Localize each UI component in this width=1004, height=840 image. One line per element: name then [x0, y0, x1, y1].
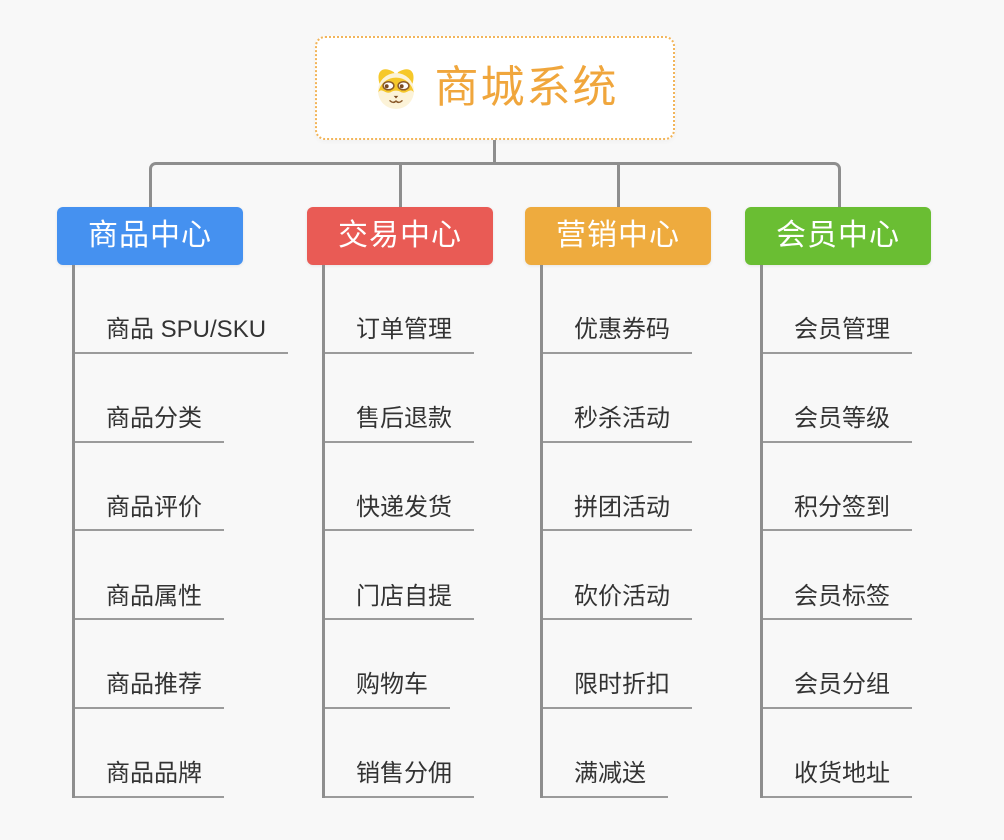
- leaf-label: 商品属性: [75, 583, 224, 621]
- branch-node-label: 商品中心: [88, 219, 212, 252]
- leaf-label: 快递发货: [325, 494, 474, 532]
- connector-drop-4: [838, 174, 841, 207]
- leaf-label: 限时折扣: [543, 671, 692, 709]
- branch-column: 营销中心 优惠券码秒杀活动拼团活动砍价活动限时折扣满减送: [525, 207, 711, 798]
- leaf-item[interactable]: 限时折扣: [543, 620, 692, 709]
- leaf-item[interactable]: 商品推荐: [75, 620, 288, 709]
- leaf-item[interactable]: 商品评价: [75, 443, 288, 532]
- leaf-label: 会员标签: [763, 583, 912, 621]
- branch-node-2[interactable]: 交易中心: [307, 207, 493, 265]
- root-node[interactable]: 商城系统: [315, 36, 675, 140]
- branch-leaves: 会员管理会员等级积分签到会员标签会员分组收货地址: [760, 265, 912, 798]
- leaf-item[interactable]: 会员分组: [763, 620, 912, 709]
- branch-leaves: 订单管理售后退款快递发货门店自提购物车销售分佣: [322, 265, 474, 798]
- leaf-item[interactable]: 秒杀活动: [543, 354, 692, 443]
- branch-node-label: 营销中心: [556, 219, 680, 252]
- leaf-item[interactable]: 积分签到: [763, 443, 912, 532]
- leaf-label: 商品 SPU/SKU: [75, 316, 289, 354]
- leaf-label: 会员分组: [763, 671, 912, 709]
- leaf-item[interactable]: 商品属性: [75, 531, 288, 621]
- leaf-label: 商品推荐: [75, 671, 224, 709]
- branch-leaves: 优惠券码秒杀活动拼团活动砍价活动限时折扣满减送: [540, 265, 692, 798]
- leaf-label: 购物车: [325, 671, 450, 709]
- leaf-item[interactable]: 满减送: [543, 709, 692, 798]
- branch-column: 交易中心 订单管理售后退款快递发货门店自提购物车销售分佣: [307, 207, 493, 798]
- connector-drop-1: [149, 174, 152, 207]
- leaf-item[interactable]: 拼团活动: [543, 443, 692, 532]
- branch-column: 会员中心 会员管理会员等级积分签到会员标签会员分组收货地址: [745, 207, 931, 798]
- leaf-label: 优惠券码: [543, 316, 692, 354]
- leaf-label: 商品品牌: [75, 760, 224, 798]
- connector-corner-left: [149, 162, 161, 176]
- leaf-item[interactable]: 门店自提: [325, 531, 474, 621]
- connector-horizontal-bar: [158, 162, 830, 165]
- leaf-label: 售后退款: [325, 405, 474, 443]
- leaf-item[interactable]: 售后退款: [325, 354, 474, 443]
- shiba-dog-icon: [372, 65, 420, 111]
- connector-root-stem: [493, 140, 496, 165]
- leaf-item[interactable]: 商品品牌: [75, 709, 288, 798]
- leaf-label: 商品评价: [75, 494, 224, 532]
- leaf-item[interactable]: 砍价活动: [543, 531, 692, 621]
- leaf-item[interactable]: 收货地址: [763, 709, 912, 798]
- leaf-item[interactable]: 会员等级: [763, 354, 912, 443]
- leaf-item[interactable]: 会员标签: [763, 531, 912, 621]
- leaf-label: 销售分佣: [325, 760, 474, 798]
- leaf-label: 砍价活动: [543, 583, 692, 621]
- leaf-item[interactable]: 销售分佣: [325, 709, 474, 798]
- leaf-label: 订单管理: [325, 316, 474, 354]
- connector-drop-3: [617, 163, 620, 207]
- leaf-label: 门店自提: [325, 583, 474, 621]
- leaf-label: 收货地址: [763, 760, 912, 798]
- leaf-item[interactable]: 优惠券码: [543, 265, 692, 354]
- leaf-label: 会员等级: [763, 405, 912, 443]
- branch-column: 商品中心 商品 SPU/SKU 商品分类商品评价商品属性商品推荐商品品牌: [57, 207, 289, 798]
- connector-drop-2: [399, 163, 402, 207]
- leaf-item[interactable]: 商品 SPU/SKU: [75, 265, 289, 354]
- root-title: 商城系统: [434, 63, 619, 112]
- branch-node-label: 交易中心: [338, 219, 462, 252]
- leaf-item[interactable]: 购物车: [325, 620, 474, 709]
- leaf-item[interactable]: 会员管理: [763, 265, 912, 354]
- branch-node-4[interactable]: 会员中心: [745, 207, 931, 265]
- leaf-label: 秒杀活动: [543, 405, 692, 443]
- leaf-item[interactable]: 快递发货: [325, 443, 474, 532]
- branch-node-3[interactable]: 营销中心: [525, 207, 711, 265]
- branch-node-1[interactable]: 商品中心: [57, 207, 243, 265]
- leaf-label: 积分签到: [763, 494, 912, 532]
- leaf-label: 商品分类: [75, 405, 224, 443]
- leaf-label: 满减送: [543, 760, 668, 798]
- leaf-item[interactable]: 订单管理: [325, 265, 474, 354]
- connector-corner-right: [829, 162, 841, 176]
- branch-node-label: 会员中心: [776, 219, 900, 252]
- leaf-label: 拼团活动: [543, 494, 692, 532]
- branch-leaves: 商品 SPU/SKU 商品分类商品评价商品属性商品推荐商品品牌: [72, 265, 289, 798]
- leaf-item[interactable]: 商品分类: [75, 354, 288, 443]
- leaf-label: 会员管理: [763, 316, 912, 354]
